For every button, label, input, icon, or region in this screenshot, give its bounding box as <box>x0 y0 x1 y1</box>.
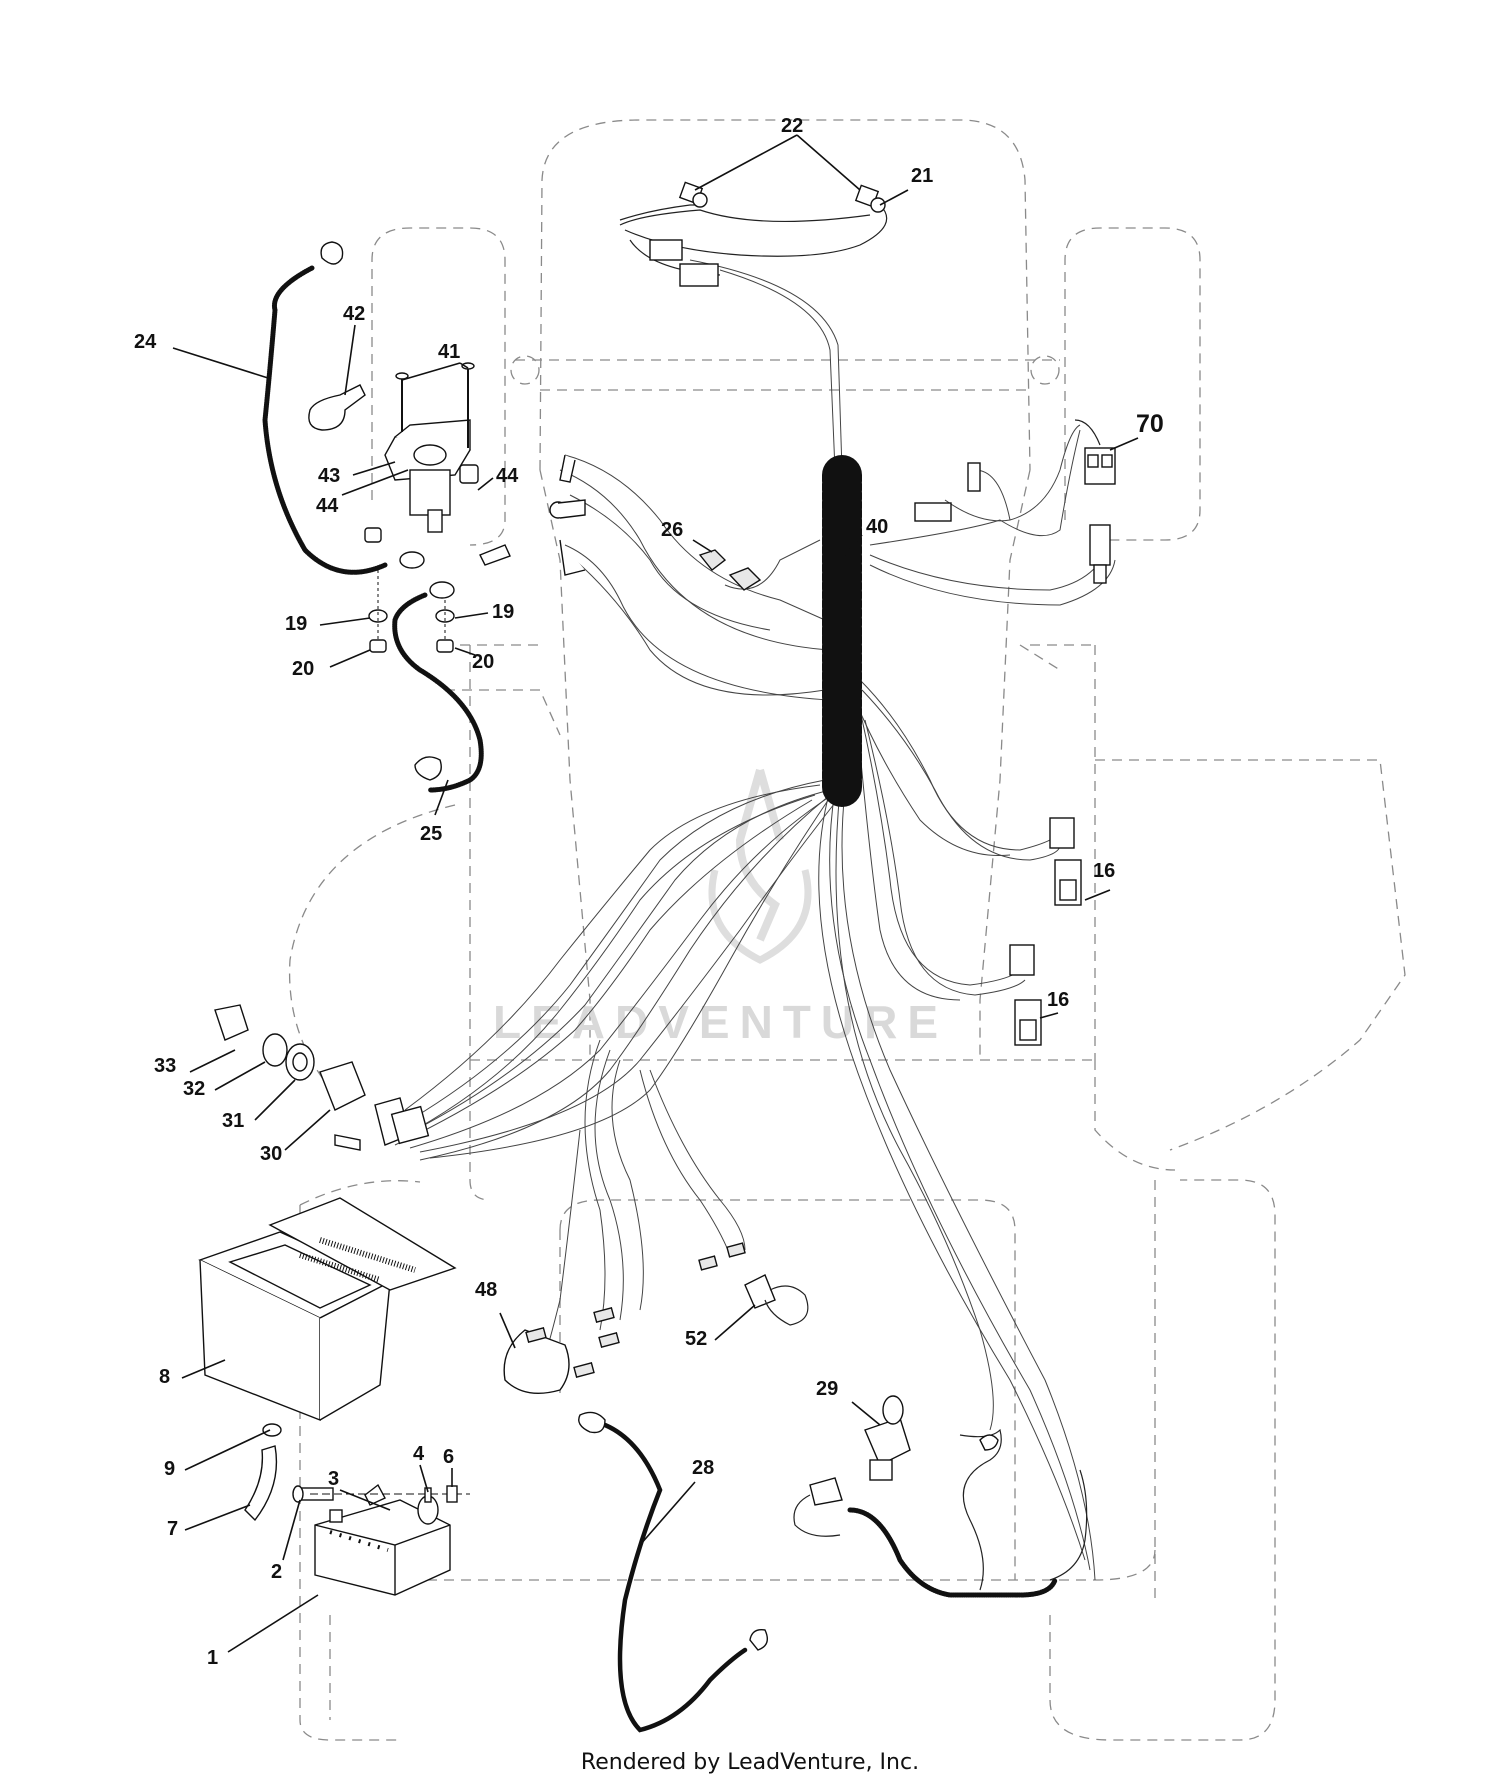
watermark-text: LEADVENTURE <box>493 996 948 1048</box>
callout-70: 70 <box>1136 410 1164 438</box>
callout-41: 41 <box>438 341 460 363</box>
callout-21: 21 <box>911 165 933 187</box>
callout-7: 7 <box>167 1518 178 1540</box>
headlight-wiring-21 <box>619 204 888 287</box>
callout-20-left: 20 <box>292 658 314 680</box>
callout-22: 22 <box>781 115 803 137</box>
callout-30: 30 <box>260 1143 282 1165</box>
callout-33: 33 <box>154 1055 176 1077</box>
callout-32: 32 <box>183 1078 205 1100</box>
connectors-16 <box>1009 817 1082 1046</box>
callout-48: 48 <box>475 1279 497 1301</box>
battery-1 <box>314 1495 451 1596</box>
callouts: 22 21 24 42 41 43 44 44 19 19 20 20 25 2… <box>134 115 1164 1669</box>
callout-52: 52 <box>685 1328 707 1350</box>
callout-9: 9 <box>164 1458 175 1480</box>
main-wire-harness <box>394 259 1116 1581</box>
relay-70 <box>914 419 1116 584</box>
callout-31: 31 <box>222 1110 244 1132</box>
callout-29: 29 <box>816 1378 838 1400</box>
battery-hardware <box>244 1423 470 1522</box>
harness-plug <box>679 263 719 287</box>
callout-19-left: 19 <box>285 613 307 635</box>
callout-26: 26 <box>661 519 683 541</box>
battery-tray-8 <box>198 1197 457 1422</box>
callout-16-upper: 16 <box>1093 860 1115 882</box>
callout-42: 42 <box>343 303 365 325</box>
callout-40: 40 <box>866 516 888 538</box>
leader-lines <box>172 134 1139 1653</box>
tractor-outline <box>288 119 1406 1741</box>
watermark: LEADVENTURE <box>493 768 948 1048</box>
headlight-plug <box>649 239 683 261</box>
callout-28: 28 <box>692 1457 714 1479</box>
footer-credit: Rendered by LeadVenture, Inc. <box>580 1750 920 1775</box>
callout-8: 8 <box>159 1366 170 1388</box>
callout-20-right: 20 <box>472 651 494 673</box>
callout-24: 24 <box>134 331 157 353</box>
callout-1: 1 <box>207 1647 218 1669</box>
headlight-bulbs-22 <box>678 181 886 213</box>
callout-43: 43 <box>318 465 340 487</box>
connectors-26 <box>549 454 762 591</box>
ground-cable-28 <box>578 1411 768 1733</box>
callout-6: 6 <box>443 1446 454 1468</box>
fuse-holder-52 <box>744 1274 809 1326</box>
ignition-switch-assembly <box>214 1004 430 1151</box>
callout-25: 25 <box>420 823 442 845</box>
callout-19-right: 19 <box>492 601 514 623</box>
seat-switch-29 <box>793 1395 1088 1598</box>
callout-3: 3 <box>328 1468 339 1490</box>
callout-44-right: 44 <box>496 465 519 487</box>
solenoid-assembly <box>262 241 511 793</box>
callout-4: 4 <box>413 1443 425 1465</box>
callout-16-lower: 16 <box>1047 989 1069 1011</box>
pto-connectors-48 <box>503 1242 746 1394</box>
callout-2: 2 <box>271 1561 282 1583</box>
callout-44-left: 44 <box>316 495 339 517</box>
